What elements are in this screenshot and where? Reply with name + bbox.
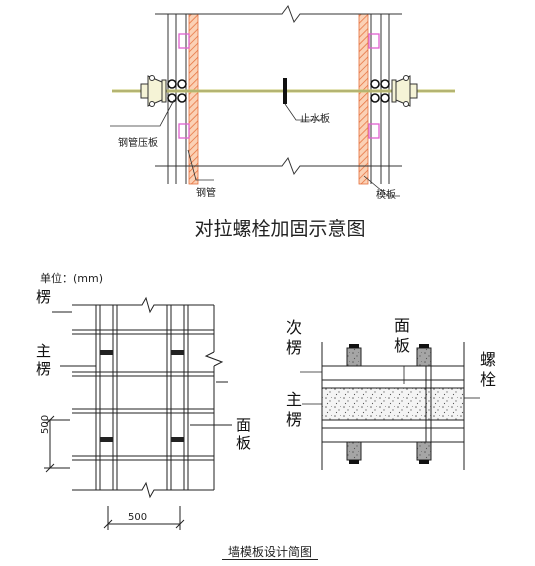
label-secondary-left: 楞 — [36, 288, 52, 306]
label-bolt: 螺栓 — [480, 350, 497, 389]
right-formwork-hatch — [358, 13, 369, 185]
concrete-section — [321, 387, 465, 421]
unit-label: 单位：(mm) — [40, 272, 104, 285]
label-formwork: 模板 — [376, 190, 396, 201]
bottom-figure-title: 墙模板设计简图 — [150, 543, 390, 560]
label-steel-pipe: 钢管 — [196, 188, 216, 199]
right-clamp — [391, 75, 418, 107]
bottom-left-diagram — [44, 296, 232, 530]
bottom-right-diagram — [300, 342, 480, 470]
bottom-figure-title-text: 墙模板设计简图 — [221, 545, 318, 560]
label-panel-right: 面板 — [394, 316, 411, 355]
water-stop-plate — [283, 78, 287, 104]
label-main-left: 主楞 — [36, 342, 52, 378]
left-clamp — [140, 75, 167, 107]
label-steel-pipe-clamp: 钢管压板 — [118, 138, 158, 149]
label-water-stop: 止水板 — [300, 114, 330, 125]
top-figure-title: 对拉螺栓加固示意图 — [194, 218, 366, 240]
dim-vertical: 500 — [40, 414, 51, 434]
top-diagram — [110, 4, 455, 197]
label-secondary-right: 次楞 — [286, 318, 303, 357]
dim-horizontal: 500 — [128, 512, 148, 523]
label-main-right: 主楞 — [286, 390, 303, 429]
label-panel-left: 面板 — [236, 416, 252, 452]
